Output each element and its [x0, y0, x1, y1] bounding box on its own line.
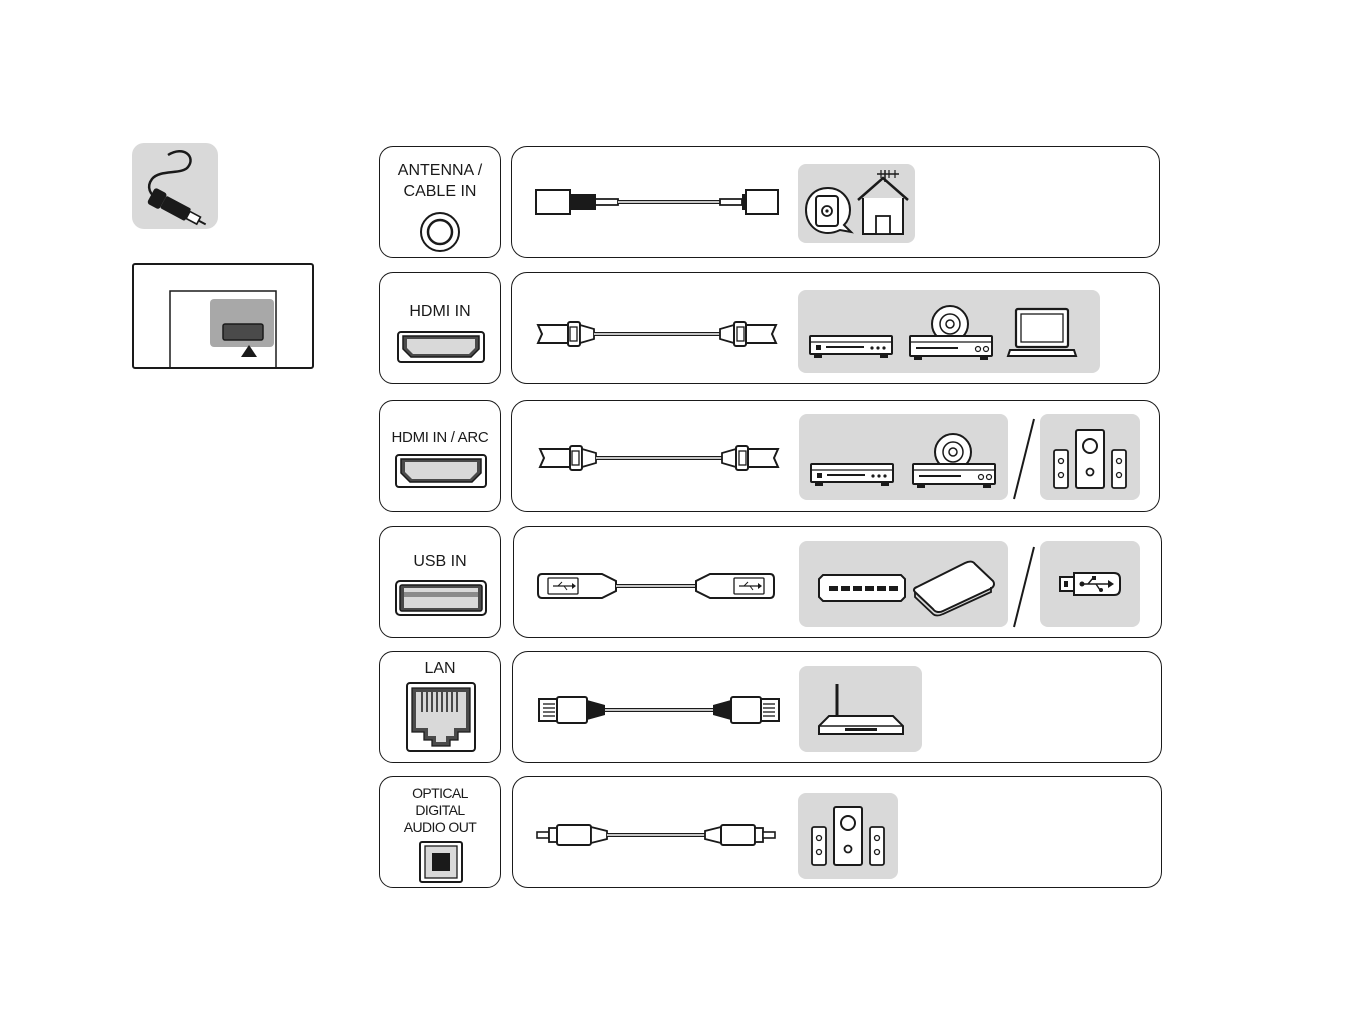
port-box-hdmi: HDMI IN	[379, 272, 501, 384]
external-hdd-icon	[911, 559, 997, 615]
port-label-optical-line2: DIGITAL	[380, 802, 500, 818]
cable-box-hdmi-arc	[511, 400, 1160, 512]
hdmi-cable-icon	[538, 443, 780, 473]
router-icon	[815, 680, 907, 738]
usb-hub-icon	[817, 573, 907, 603]
hdmi-cable-icon	[536, 319, 778, 349]
usb-stick-icon	[1058, 569, 1122, 599]
device-tile-hdmi	[798, 290, 1100, 373]
speakers-icon	[1050, 428, 1130, 490]
coax-cable-icon	[534, 187, 780, 217]
port-box-hdmi-arc: HDMI IN / ARC	[379, 400, 501, 512]
wall-outlet-icon	[804, 186, 854, 234]
coax-port-icon	[419, 211, 461, 253]
divider-slash	[1010, 545, 1038, 629]
port-box-antenna: ANTENNA / CABLE IN	[379, 146, 501, 258]
port-label-lan: LAN	[380, 659, 500, 679]
dvd-player-icon	[908, 304, 994, 362]
optical-cable-icon	[535, 821, 777, 849]
device-tile-hdmi-arc-sources	[799, 414, 1008, 500]
port-label-optical-line1: OPTICAL	[380, 785, 500, 801]
usb-port-icon	[395, 580, 487, 616]
speakers-icon	[808, 805, 888, 867]
set-top-box-icon	[808, 334, 894, 360]
device-tile-antenna	[798, 164, 915, 243]
hdmi-port-icon	[397, 331, 485, 363]
lan-cable-icon	[537, 694, 781, 726]
cable-box-hdmi	[511, 272, 1160, 384]
set-top-box-icon	[809, 462, 895, 488]
port-label-optical-line3: AUDIO OUT	[380, 819, 500, 835]
port-box-optical: OPTICAL DIGITAL AUDIO OUT	[379, 776, 501, 888]
hdmi-port-icon	[395, 454, 487, 488]
port-label-usb: USB IN	[380, 552, 500, 572]
port-label-hdmi: HDMI IN	[380, 302, 500, 322]
usb-cable-icon	[536, 571, 776, 601]
cable-box-usb	[513, 526, 1162, 638]
port-box-lan: LAN	[379, 651, 501, 763]
port-box-usb: USB IN	[379, 526, 501, 638]
cable-connection-icon	[132, 143, 218, 229]
device-tile-usb-stick	[1040, 541, 1140, 627]
optical-port-icon	[419, 841, 463, 883]
lan-port-icon	[406, 682, 476, 752]
house-antenna-icon	[854, 168, 912, 238]
device-tile-lan	[799, 666, 922, 752]
cable-box-optical	[512, 776, 1162, 888]
device-tile-usb-storage	[799, 541, 1008, 627]
port-label-antenna-line1: ANTENNA /	[380, 161, 500, 181]
device-tile-optical	[798, 793, 898, 879]
dvd-player-icon	[911, 432, 997, 490]
device-tile-hdmi-arc-audio	[1040, 414, 1140, 500]
laptop-icon	[1006, 306, 1078, 360]
divider-slash	[1010, 417, 1038, 501]
port-label-hdmi-arc: HDMI IN / ARC	[380, 428, 500, 448]
cable-box-antenna	[511, 146, 1160, 258]
port-label-antenna-line2: CABLE IN	[380, 182, 500, 202]
cable-box-lan	[512, 651, 1162, 763]
tv-rear-panel-diagram	[132, 263, 314, 369]
